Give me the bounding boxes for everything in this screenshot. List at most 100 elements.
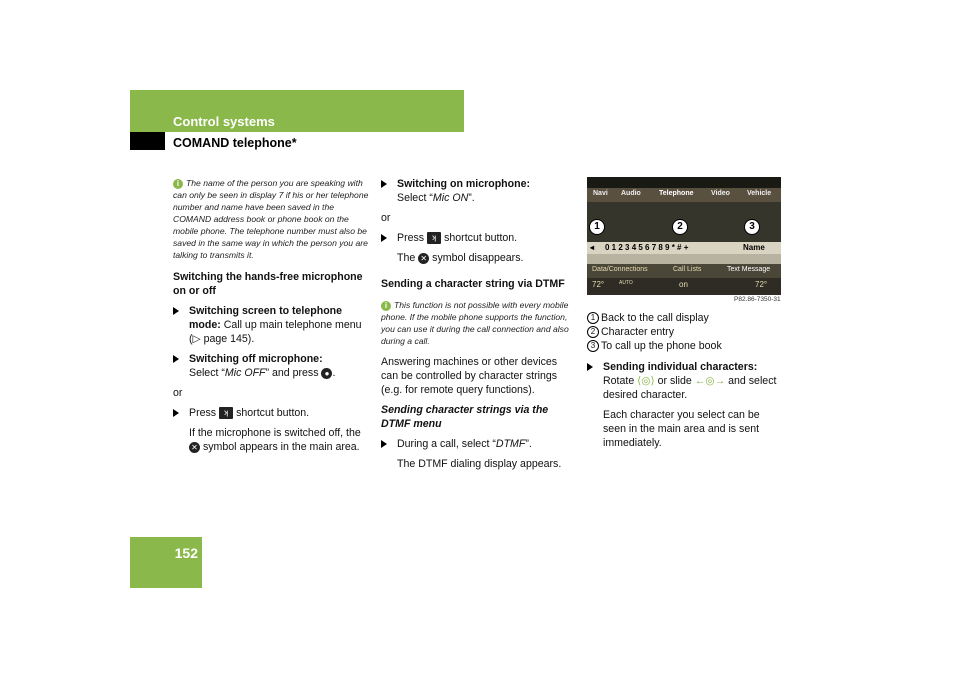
result-text: The ✕ symbol disappears. [381, 251, 575, 265]
slide-controller-icon: ←◎→ [694, 375, 726, 387]
step-title: Switching off microphone: [189, 353, 323, 365]
step-text: During a call, select “ [397, 438, 496, 450]
nav-item-telephone: Telephone [659, 190, 694, 197]
subsection-title: COMAND telephone* [173, 136, 297, 150]
name-label: Name [743, 243, 765, 252]
shortcut-text: shortcut button. [236, 407, 310, 419]
nav-item-video: Video [711, 190, 730, 197]
step-text: Call up main telephone menu (▷ page 145)… [189, 319, 362, 345]
screen-info-strip [587, 254, 781, 264]
temp-left: 72° [592, 280, 605, 289]
legend-text: To call up the phone book [601, 340, 722, 352]
step-title: Sending individual characters: [603, 361, 758, 373]
section-title: Control systems [173, 114, 275, 129]
step-text: ”. [525, 438, 532, 450]
mic-off-label: Mic OFF [224, 367, 266, 379]
subheading: Sending character strings via the DTMF m… [381, 404, 549, 430]
callout-2: 2 [672, 219, 688, 235]
mic-on-label: Mic ON [432, 192, 469, 204]
step-arrow-icon [381, 440, 387, 448]
menu-data-connections: Data/Connections [592, 266, 648, 273]
image-caption: P82.86-7350-31 [734, 296, 781, 303]
callout-3: 3 [744, 219, 760, 235]
climate-on: on [679, 280, 688, 289]
note-text: This function is not possible with every… [381, 300, 569, 346]
legend-text: Character entry [601, 326, 675, 338]
step-text: ”. [468, 192, 475, 204]
info-icon: i [173, 178, 183, 189]
legend-number: 3 [587, 340, 599, 353]
legend-number: 1 [587, 312, 599, 325]
step-send-characters: Sending individual characters: Rotate ⟨◎… [587, 360, 783, 402]
step-text: ” and press [265, 367, 322, 379]
screen-climate-bar: 72° AUTO on 72° [587, 278, 781, 295]
or-text: or [173, 387, 183, 399]
screen-dtmf-row: ◂ 0 1 2 3 4 5 6 7 8 9 * # + Name [587, 242, 781, 254]
controller-press-icon: ● [321, 367, 333, 379]
result-text: The DTMF dialing display appears. [397, 458, 562, 470]
legend-number: 2 [587, 326, 599, 339]
note-text: The name of the person you are speaking … [173, 178, 369, 260]
result-text: If the microphone is switched off, the ✕… [173, 426, 369, 454]
header-band [130, 90, 464, 132]
nav-item-vehicle: Vehicle [747, 190, 772, 197]
result-text-b: symbol disappears. [432, 252, 524, 264]
section-heading: Switching the hands-free microphone on o… [173, 271, 363, 297]
step-text: and select desired character. [603, 375, 777, 401]
callout-1: 1 [589, 219, 605, 235]
paragraph: Answering machines or other devices can … [381, 356, 558, 396]
shortcut-text: shortcut button. [444, 232, 518, 244]
step-title: Switching screen to telephone mode: [189, 305, 343, 331]
step-text: Select “ [397, 192, 433, 204]
step-arrow-icon [381, 180, 387, 188]
result-text-a: The [397, 252, 416, 264]
mic-off-symbol-icon: ✕ [418, 252, 430, 264]
step-text: Select “ [189, 367, 225, 379]
step-arrow-icon [173, 355, 179, 363]
result-text-b: symbol appears in the main area. [202, 441, 360, 453]
legend-text: Back to the call display [601, 312, 709, 324]
screen-status-bar [587, 177, 781, 188]
step-title: Switching on microphone: [397, 178, 531, 190]
menu-text-message: Text Message [727, 266, 771, 273]
step-text: Rotate [603, 375, 635, 387]
result-text-a: If the microphone is switched off, the [189, 427, 361, 439]
step-arrow-icon [173, 307, 179, 315]
mic-off-symbol-icon: ✕ [189, 441, 200, 453]
step-arrow-icon [173, 409, 179, 417]
step-arrow-icon [587, 363, 593, 371]
page-number: 152 [174, 545, 198, 561]
comand-screen-image: Navi Audio Telephone Video Vehicle ◂ 0 1… [587, 177, 781, 295]
screen-bottom-menu: Data/Connections Call Lists Text Message [587, 264, 781, 278]
info-icon: i [381, 300, 391, 311]
step-arrow-icon [381, 234, 387, 242]
dtmf-label: DTMF [495, 438, 526, 450]
column-2: Switching on microphone: Select “Mic ON”… [381, 177, 575, 471]
nav-item-navi: Navi [593, 190, 608, 197]
or-text: or [381, 212, 391, 224]
screen-nav-bar: Navi Audio Telephone Video Vehicle [587, 188, 781, 202]
press-text: Press [397, 232, 425, 244]
page-number-box [130, 537, 202, 588]
step-mic-off: Switching off microphone: Select “Mic OF… [173, 352, 369, 380]
step-select-dtmf: During a call, select “DTMF”. [381, 437, 575, 451]
auto-label: AUTO [619, 280, 633, 286]
step-mic-on: Switching on microphone: Select “Mic ON”… [381, 177, 575, 205]
step-telephone-mode: Switching screen to telephone mode: Call… [173, 304, 369, 346]
mute-key-icon: ʞ [427, 232, 442, 245]
step-text: or slide [657, 375, 692, 387]
rotate-controller-icon: ⟨◎⟩ [637, 375, 655, 387]
press-text: Press [189, 407, 217, 419]
paragraph: Each character you select can be seen in… [603, 409, 760, 449]
temp-right: 72° [755, 280, 768, 289]
menu-call-lists: Call Lists [673, 266, 702, 273]
nav-item-audio: Audio [621, 190, 641, 197]
